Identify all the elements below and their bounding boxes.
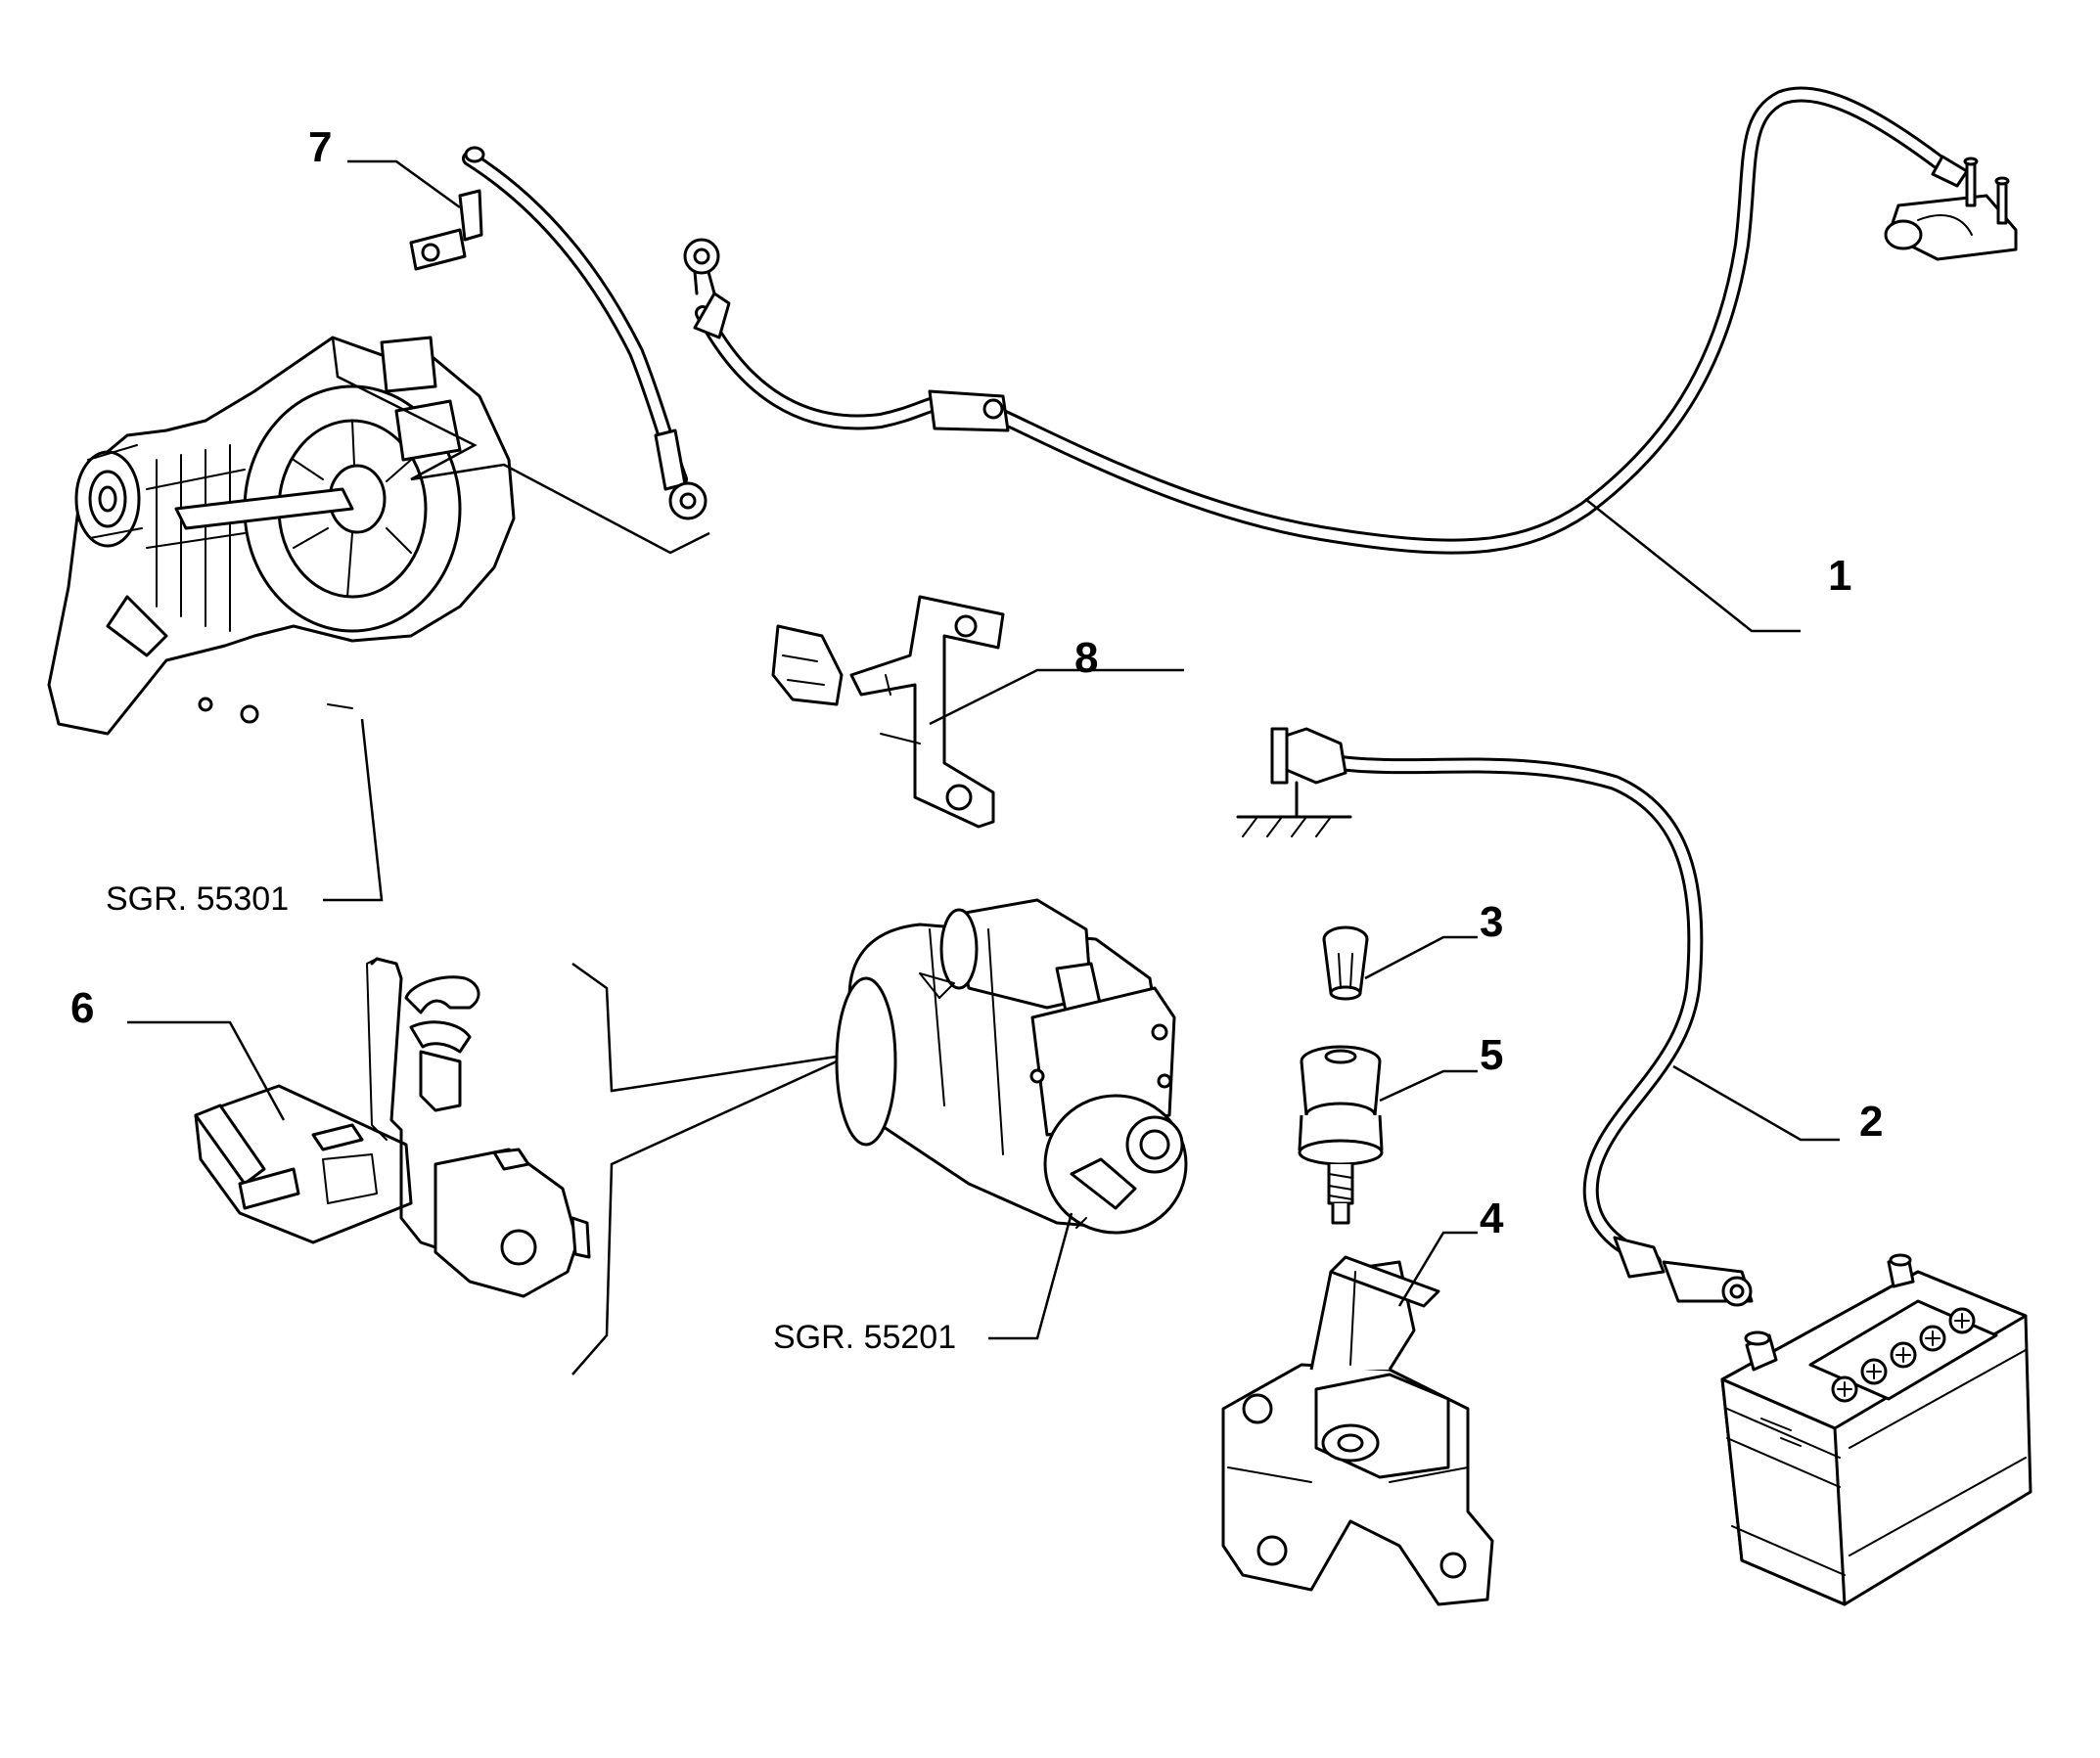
battery-icon	[1720, 1253, 2032, 1606]
ref-starter: SGR. 55201	[773, 1319, 956, 1356]
part-8-bracket	[771, 595, 1005, 829]
ground-symbol-icon	[1236, 781, 1352, 837]
callout-2: 2	[1859, 1098, 1883, 1146]
part-4-mount	[1221, 1255, 1494, 1606]
part-5-switch	[1298, 1045, 1384, 1225]
leader-lines	[127, 159, 1840, 1340]
ref-alternator: SGR. 55301	[106, 880, 289, 918]
starter-drawing	[571, 898, 1188, 1375]
part-7-alternator-cable	[409, 146, 708, 520]
part-1-battery-cable	[683, 86, 2018, 555]
alternator-drawing	[47, 336, 710, 736]
callout-7: 7	[308, 123, 332, 171]
callout-4: 4	[1480, 1195, 1504, 1242]
callout-1: 1	[1828, 552, 1851, 600]
callout-6: 6	[70, 984, 94, 1032]
callout-8: 8	[1074, 634, 1098, 682]
battery-clamp-icon	[1884, 155, 2018, 261]
part-3-grommet	[1322, 925, 1369, 1001]
callouts: 7 1 8 3 5 2 4 6 SGR. 55301 SGR. 55201	[70, 123, 1883, 1356]
callout-5: 5	[1480, 1031, 1503, 1079]
part-6-support	[194, 957, 591, 1298]
part-2-earth-cable	[1236, 727, 1754, 1307]
callout-3: 3	[1480, 898, 1503, 946]
